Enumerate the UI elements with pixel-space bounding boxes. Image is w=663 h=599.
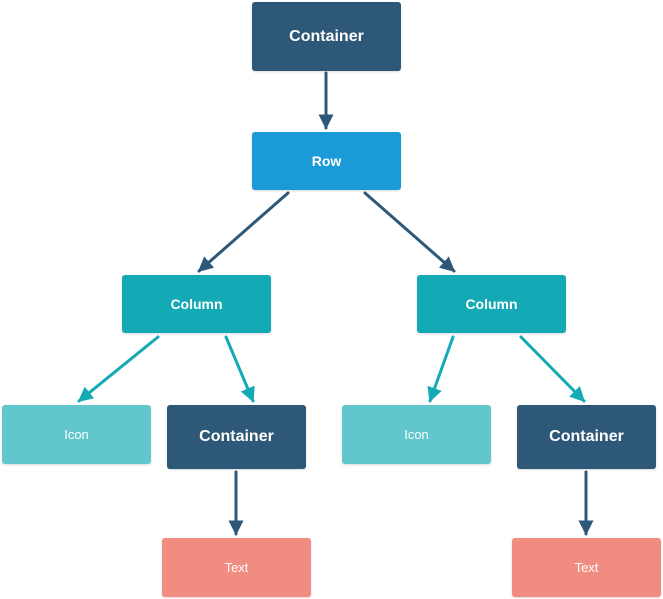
icon-left-node[interactable]: Icon — [2, 405, 151, 464]
column-right-label: Column — [465, 296, 518, 312]
text-left-node[interactable]: Text — [162, 538, 311, 597]
root-container-node[interactable]: Container — [252, 2, 401, 71]
text-right-node[interactable]: Text — [512, 538, 661, 597]
column-left-label: Column — [170, 296, 223, 312]
row-label: Row — [311, 153, 342, 169]
root-container-label: Container — [289, 27, 364, 45]
container-left-node[interactable]: Container — [167, 405, 306, 469]
edge-column-right-to-container-right — [519, 335, 586, 403]
edge-row-to-column-left — [197, 191, 290, 273]
column-right-node[interactable]: Column — [417, 275, 566, 333]
container-right-node[interactable]: Container — [517, 405, 656, 469]
edge-column-right-to-icon-right — [427, 335, 455, 403]
edge-column-left-to-container-left — [224, 335, 255, 403]
icon-left-label: Icon — [64, 427, 89, 442]
icon-right-node[interactable]: Icon — [342, 405, 491, 464]
text-right-label: Text — [574, 560, 599, 575]
container-right-label: Container — [549, 428, 624, 445]
row-node[interactable]: Row — [252, 132, 401, 190]
column-left-node[interactable]: Column — [122, 275, 271, 333]
icon-right-label: Icon — [404, 427, 429, 442]
container-left-label: Container — [199, 428, 274, 445]
edge-column-left-to-icon-left — [77, 335, 160, 403]
text-left-label: Text — [224, 560, 249, 575]
edge-row-to-column-right — [363, 191, 456, 273]
